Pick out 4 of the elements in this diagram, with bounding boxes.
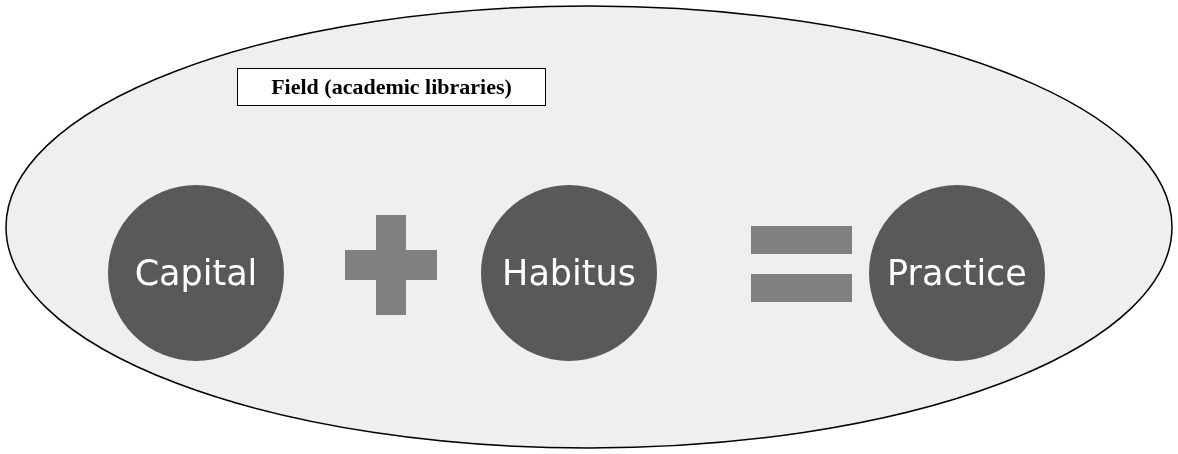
concept-label: Practice [887,253,1027,293]
concept-label: Habitus [502,253,636,293]
field-label: Field (academic libraries) [237,68,546,106]
concept-label: Capital [134,253,258,293]
